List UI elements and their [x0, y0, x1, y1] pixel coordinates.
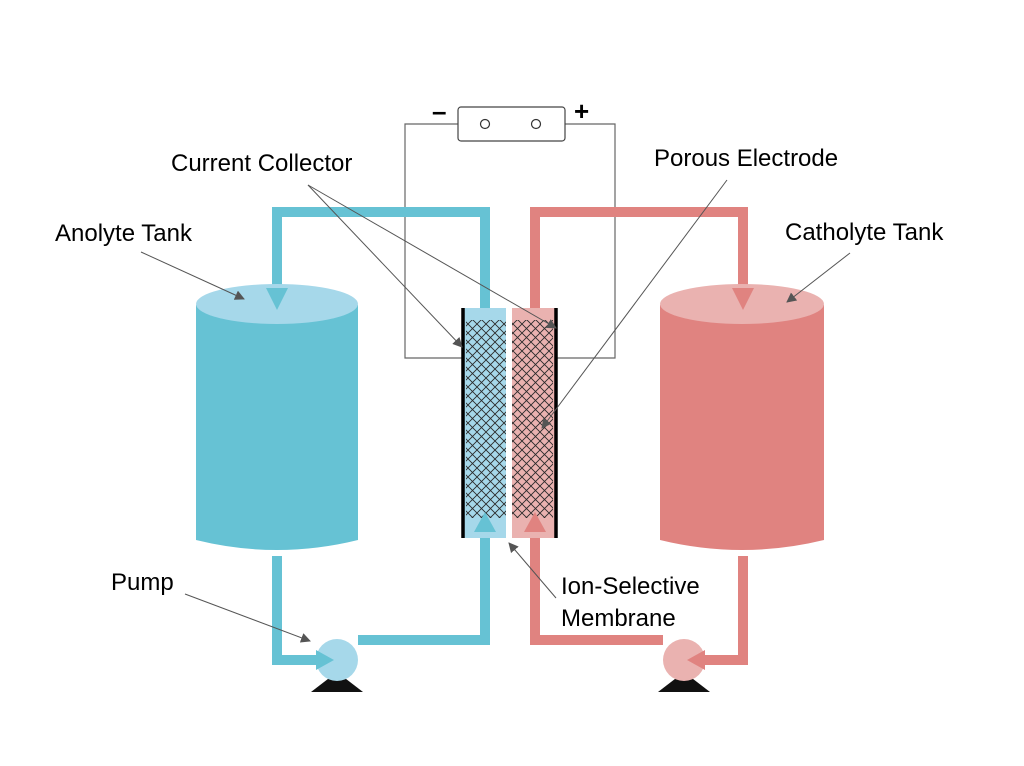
terminal-circle-right: [530, 118, 542, 130]
porous-electrode-left: [466, 320, 506, 518]
catholyte-inlet-arrow: [732, 288, 754, 310]
porous-electrode-right: [512, 320, 553, 518]
membrane-callout: [508, 542, 557, 599]
cell-inlet-arrow-right: [524, 512, 546, 532]
catholyte-pump: [658, 639, 710, 692]
pump-icon: [663, 639, 705, 681]
pump-icon: [316, 639, 358, 681]
anolyte-tank-body: [196, 305, 358, 550]
load-device: [457, 106, 566, 142]
current-collector-label: Current Collector: [171, 150, 352, 177]
anolyte-tank-label: Anolyte Tank: [55, 220, 193, 247]
anolyte-inlet-arrow: [266, 288, 288, 310]
terminal-circle-left: [479, 118, 491, 130]
membrane-label-line1: Ion-Selective: [561, 573, 700, 600]
labels: Current Collector Porous Electrode Anoly…: [55, 145, 944, 632]
pump-base-icon: [311, 672, 363, 692]
current-collector-callout-left: [307, 184, 463, 348]
catholyte-pump-outlet-pipe: [530, 528, 663, 645]
anolyte-loop: [272, 207, 490, 665]
anolyte-supply-pipe: [272, 556, 316, 665]
negative-terminal-sign: –: [432, 96, 446, 126]
anolyte-pump: [311, 639, 363, 692]
pump-label: Pump: [111, 569, 174, 596]
current-collector-callout-right: [307, 184, 557, 329]
circuit-wire: [404, 123, 463, 359]
circuit-wire-right: [556, 123, 616, 359]
callout-lines: [140, 179, 851, 643]
porous-electrode-callout: [541, 179, 728, 429]
porous-electrode-label: Porous Electrode: [654, 145, 838, 172]
catholyte-supply-pipe: [705, 556, 748, 665]
pump-flow-arrow: [687, 650, 705, 670]
anolyte-return-pipe: [272, 207, 490, 320]
electrochemical-cell: [461, 308, 558, 538]
pump-base-icon: [658, 672, 710, 692]
catholyte-tank-label: Catholyte Tank: [785, 219, 944, 246]
pump-callout: [184, 593, 311, 643]
anolyte-pump-outlet-pipe: [358, 528, 490, 645]
pump-flow-arrow: [316, 650, 334, 670]
catholyte-tank: [660, 284, 824, 550]
catholyte-loop: [530, 207, 748, 665]
catholyte-return-pipe: [530, 207, 748, 320]
anolyte-tank: [196, 284, 358, 550]
positive-terminal-sign: +: [574, 96, 589, 126]
catholyte-tank-callout: [786, 252, 851, 303]
catholyte-tank-body: [660, 305, 824, 550]
external-circuit: – +: [404, 96, 616, 359]
membrane-label-line2: Membrane: [561, 605, 676, 632]
ion-selective-membrane: [506, 308, 512, 538]
cell-inlet-arrow-left: [474, 512, 496, 532]
anolyte-tank-callout: [140, 251, 245, 300]
